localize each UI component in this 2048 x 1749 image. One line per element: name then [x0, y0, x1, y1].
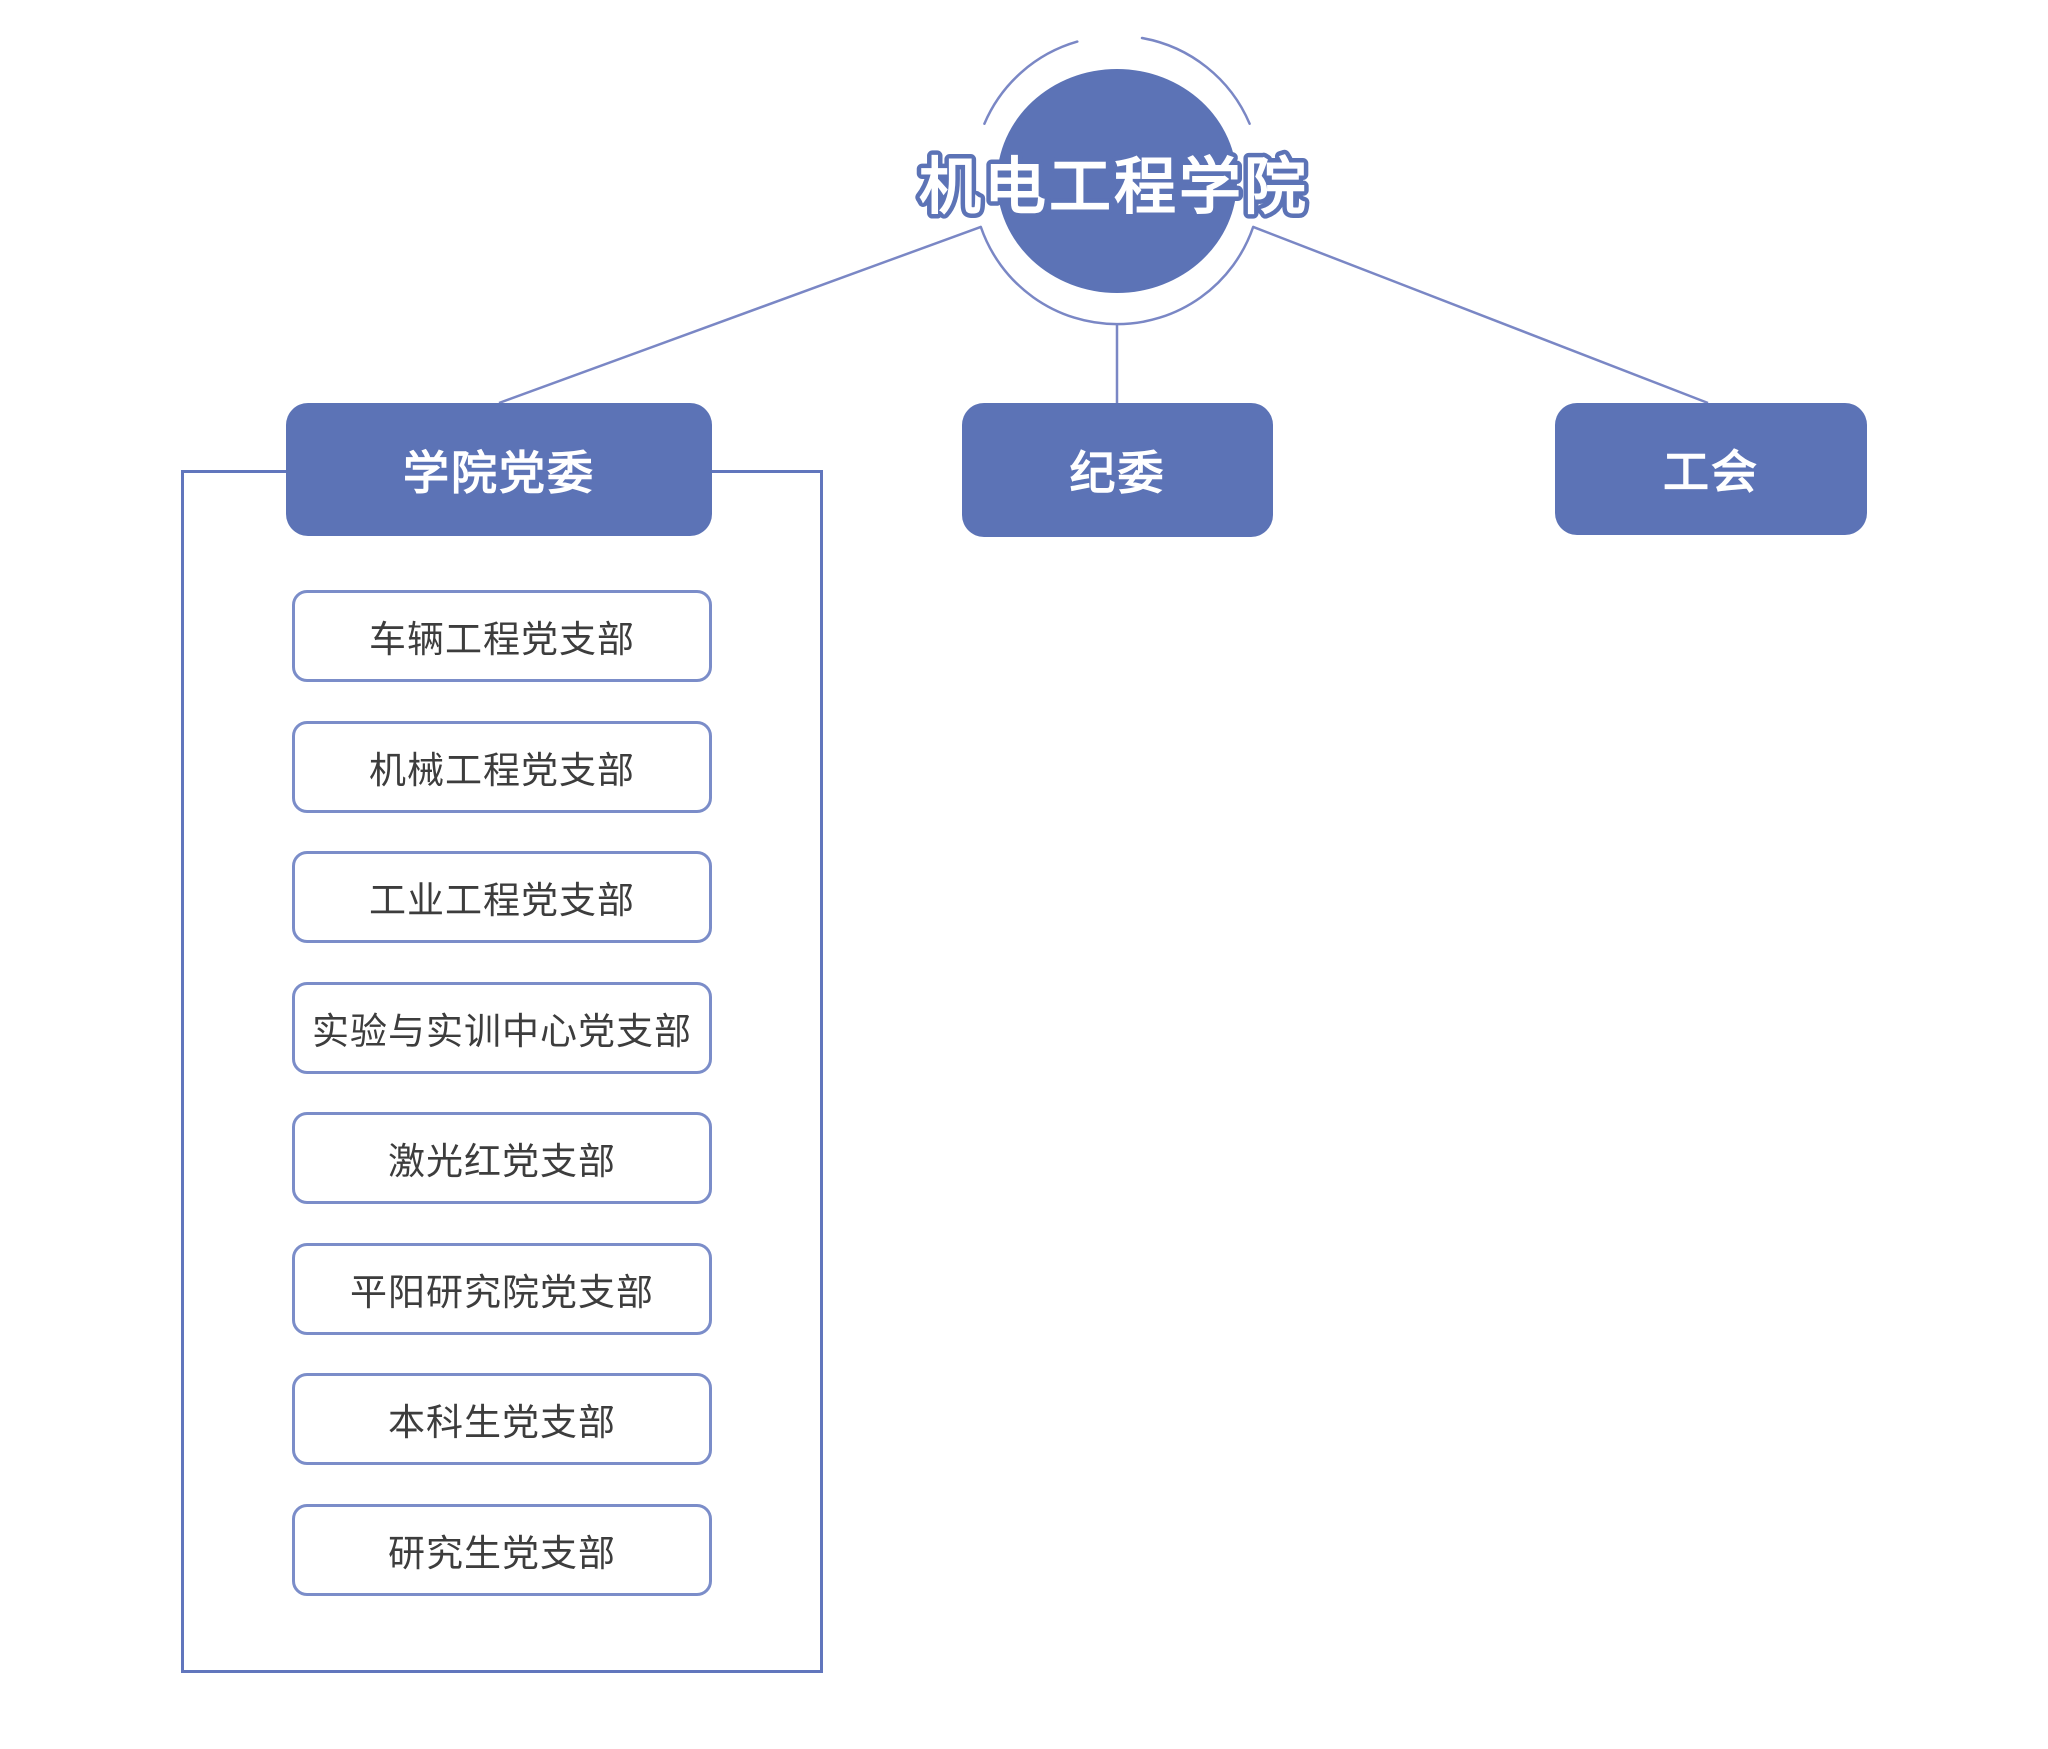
party-branch-box-undergraduate: 本科生党支部	[292, 1373, 712, 1465]
party-committee-group-container: 车辆工程党支部 机械工程党支部 工业工程党支部 实验与实训中心党支部 激光红党支…	[181, 470, 823, 1673]
party-branch-box-graduate: 研究生党支部	[292, 1504, 712, 1596]
root-node-label: 机电工程学院	[919, 153, 1309, 222]
root-node-circle	[997, 69, 1237, 293]
branch-box-labor-union: 工会	[1555, 403, 1867, 535]
party-branch-box-industrial-engineering: 工业工程党支部	[292, 851, 712, 943]
party-branch-box-laser-red: 激光红党支部	[292, 1112, 712, 1204]
branch-box-party-committee: 学院党委	[286, 403, 712, 536]
root-node-ring-arc-top-left	[983, 40, 1079, 125]
party-branch-box-lab-training-center: 实验与实训中心党支部	[292, 982, 712, 1074]
root-node-ring-arc-top-right	[1140, 36, 1251, 125]
party-branch-box-vehicle-engineering: 车辆工程党支部	[292, 590, 712, 682]
connector-root-to-party-committee	[498, 225, 982, 405]
connector-root-to-labor-union	[1252, 225, 1709, 405]
party-branch-box-mechanical-engineering: 机械工程党支部	[292, 721, 712, 813]
party-branch-box-pingyang-institute: 平阳研究院党支部	[292, 1243, 712, 1335]
branch-box-discipline-committee: 纪委	[962, 403, 1273, 537]
